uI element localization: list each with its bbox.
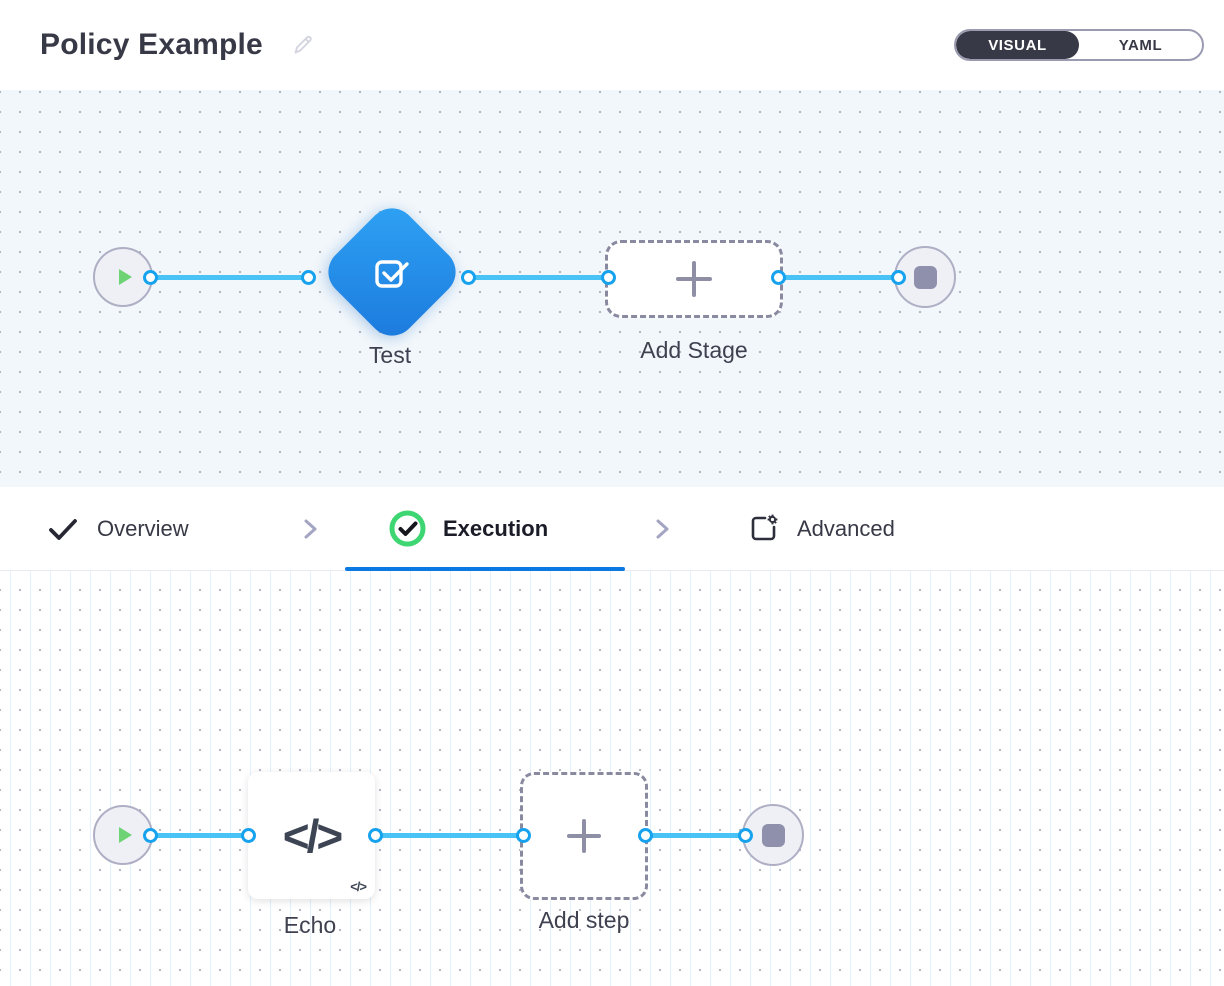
add-step-button[interactable] — [520, 772, 648, 900]
tab-advanced[interactable]: Advanced — [747, 487, 895, 570]
stage-node-label: Test — [368, 342, 412, 368]
connector-dot[interactable] — [600, 269, 616, 285]
connector-dot[interactable] — [637, 827, 653, 843]
pipeline-edge — [150, 274, 308, 280]
step-pipeline-canvas[interactable]: </> </> Echo Add step — [0, 571, 1224, 986]
active-tab-indicator — [345, 567, 625, 571]
connector-dot[interactable] — [367, 827, 383, 843]
connector-dot[interactable] — [770, 269, 786, 285]
connector-dot[interactable] — [515, 827, 531, 843]
pipeline-edge — [375, 832, 523, 838]
play-icon — [119, 269, 132, 285]
tab-execution[interactable]: Execution — [389, 487, 548, 570]
check-icon — [49, 518, 77, 540]
edit-title-pencil-icon[interactable] — [291, 33, 315, 57]
toggle-yaml-button[interactable]: YAML — [1118, 36, 1163, 54]
page-title: Policy Example — [40, 28, 263, 61]
pipeline-edge — [645, 832, 745, 838]
pipeline-edge — [150, 832, 248, 838]
header: Policy Example VISUAL YAML — [0, 0, 1224, 90]
chevron-right-icon — [649, 487, 675, 570]
connector-dot[interactable] — [737, 827, 753, 843]
connector-dot[interactable] — [890, 269, 906, 285]
add-stage-label: Add Stage — [640, 337, 748, 363]
chevron-right-icon — [297, 487, 323, 570]
circle-check-icon — [389, 510, 426, 547]
connector-dot[interactable] — [300, 269, 316, 285]
tab-advanced-label: Advanced — [797, 515, 895, 541]
tab-execution-label: Execution — [443, 515, 549, 541]
connector-dot[interactable] — [142, 269, 158, 285]
settings-box-icon — [751, 514, 778, 541]
plus-icon — [676, 261, 712, 297]
tab-overview-label: Overview — [97, 515, 189, 541]
stage-config-tabbar: Overview Execution — [0, 487, 1224, 571]
stage-pipeline-canvas[interactable]: Test Add Stage — [0, 90, 1224, 487]
connector-dot[interactable] — [142, 827, 158, 843]
stage-approval-check-icon — [375, 260, 409, 288]
step-node-echo[interactable]: </> </> — [248, 772, 375, 899]
tab-overview[interactable]: Overview — [46, 487, 189, 570]
add-stage-button[interactable] — [605, 240, 783, 318]
connector-dot[interactable] — [460, 269, 476, 285]
stop-icon — [913, 265, 937, 289]
stage-node-test[interactable] — [318, 198, 466, 346]
play-icon — [119, 827, 132, 843]
step-node-label: Echo — [283, 912, 337, 938]
stop-icon — [761, 823, 785, 847]
code-icon: </> — [282, 809, 343, 862]
toggle-visual-button[interactable]: VISUAL — [956, 31, 1079, 59]
step-type-badge: </> — [350, 879, 367, 894]
plus-icon — [567, 819, 601, 853]
visual-yaml-toggle: VISUAL YAML — [954, 29, 1204, 61]
add-step-label: Add step — [538, 907, 630, 933]
pipeline-edge — [468, 274, 608, 280]
pipeline-edge — [778, 274, 898, 280]
connector-dot[interactable] — [240, 827, 256, 843]
